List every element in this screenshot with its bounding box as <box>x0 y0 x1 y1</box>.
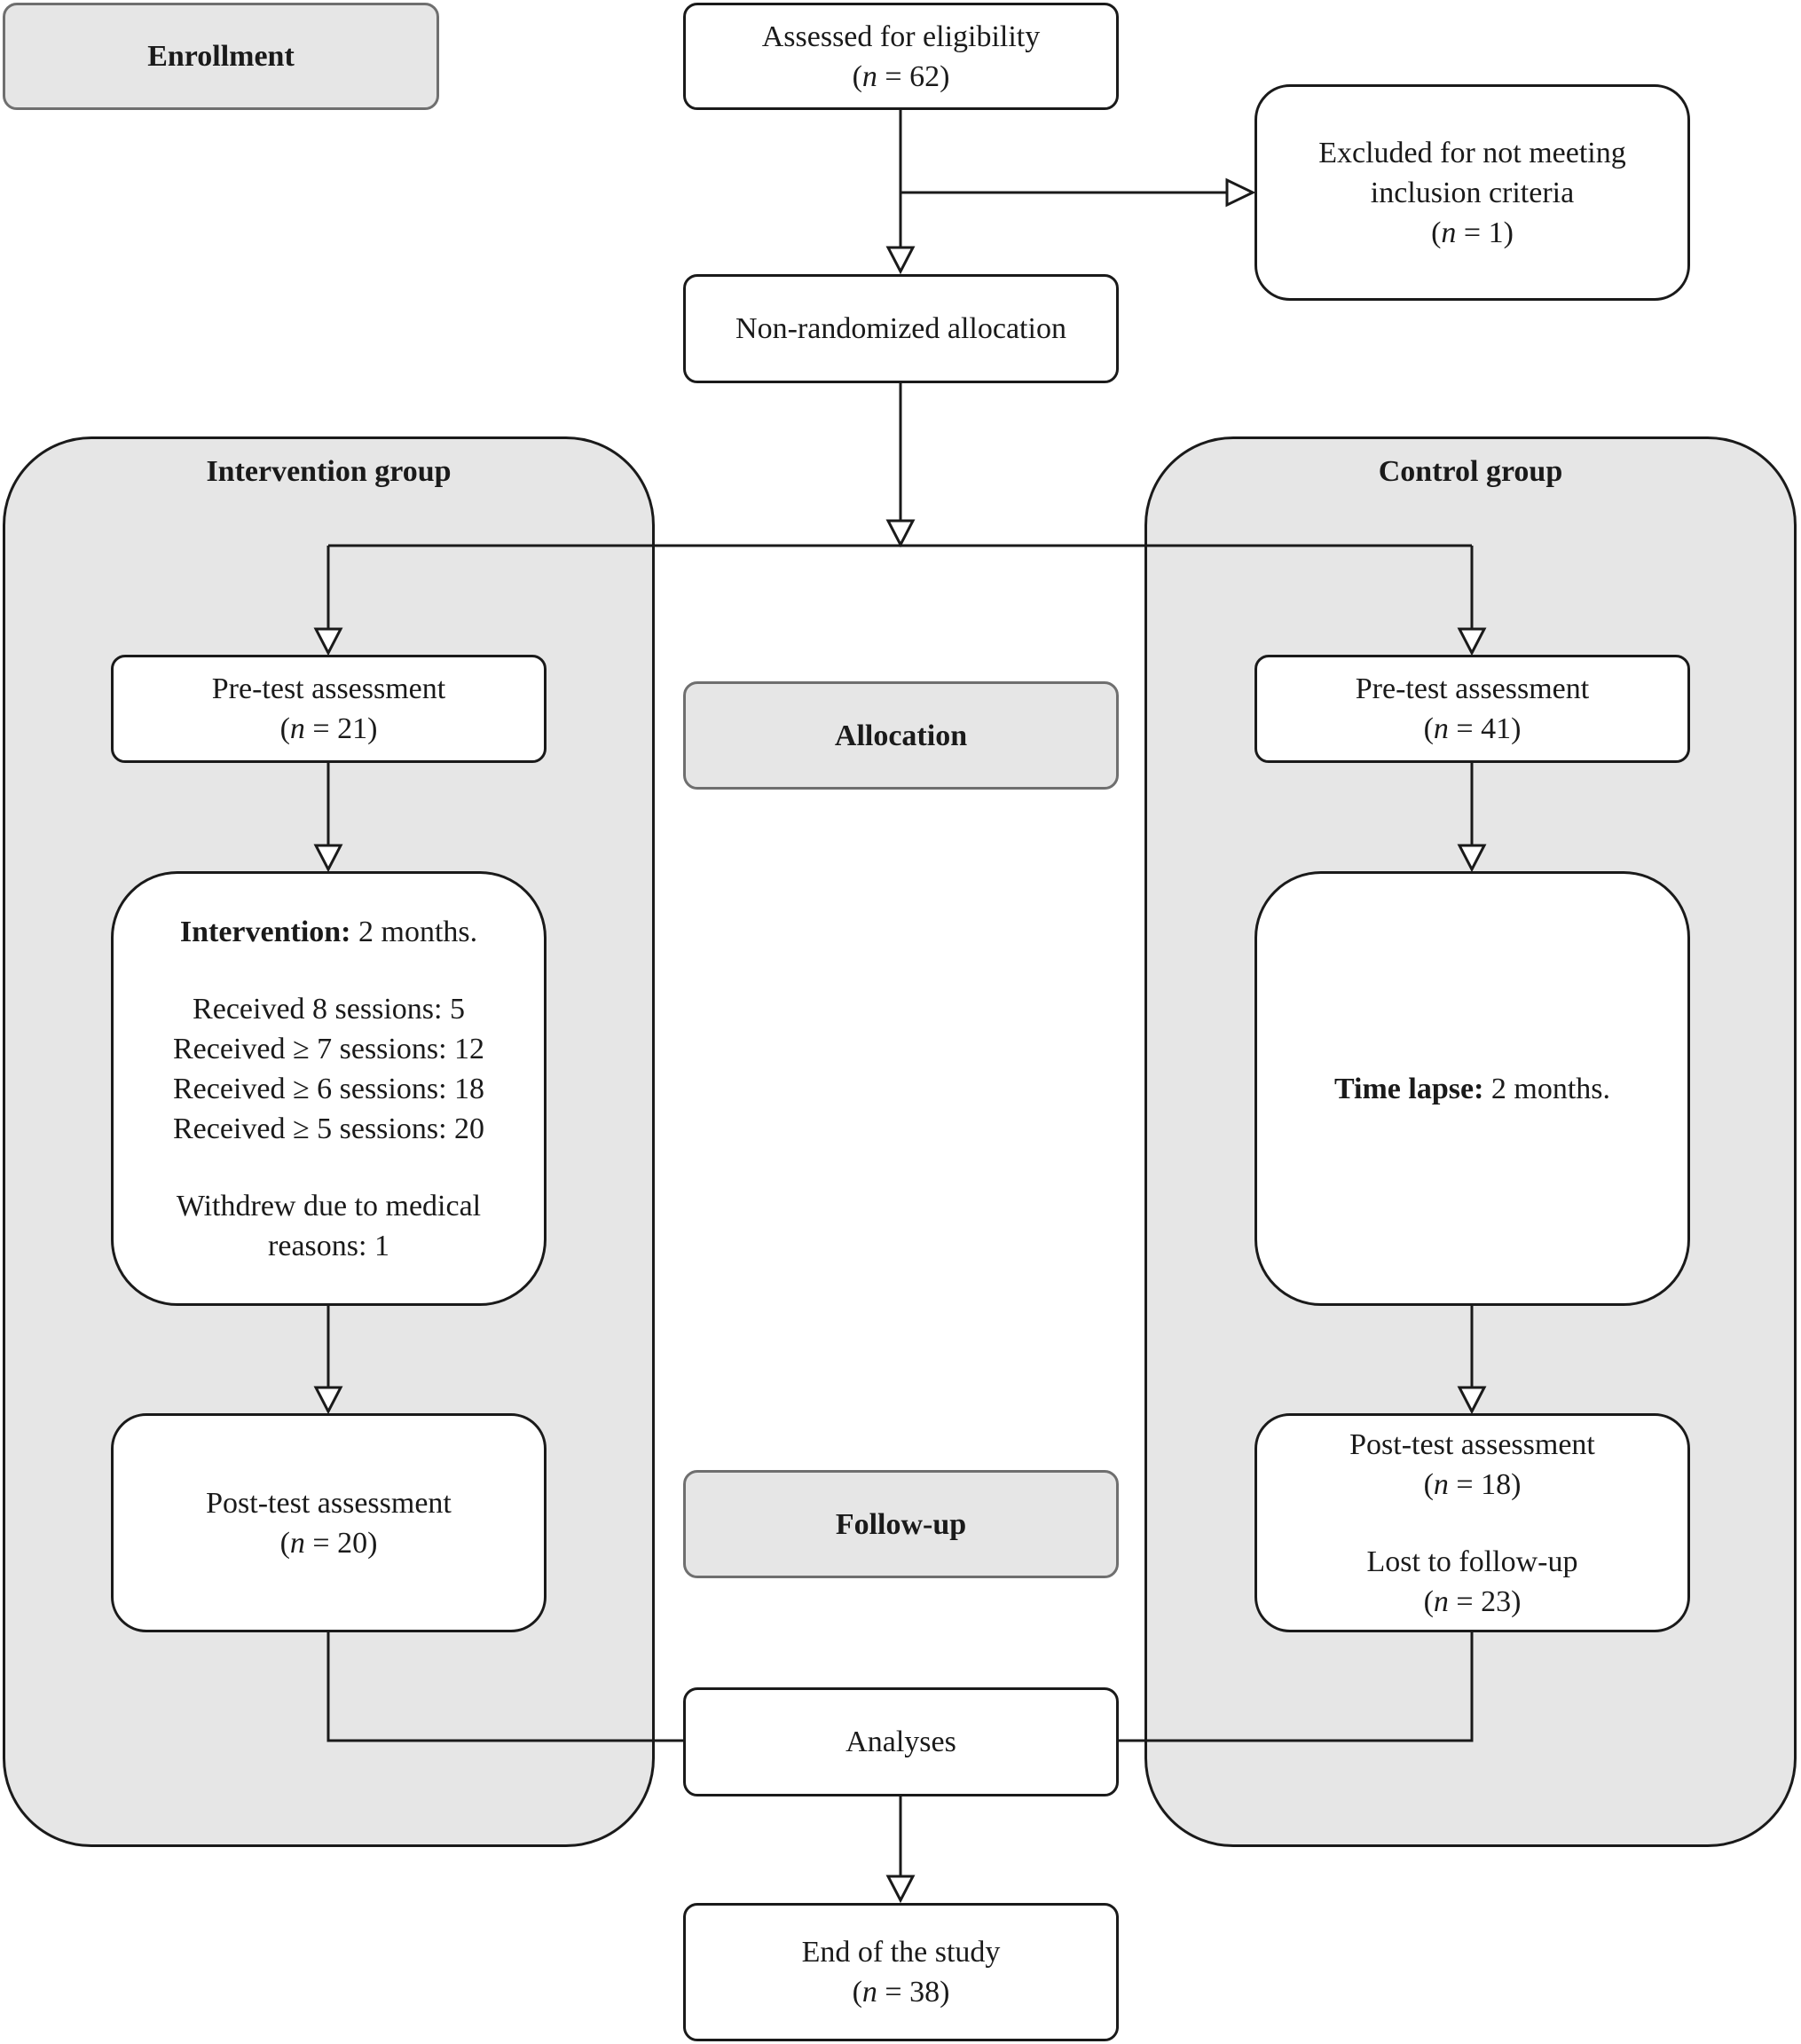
end-of-study-box: End of the study (n = 38) <box>683 1903 1119 2041</box>
withdrew-line1: Withdrew due to medical <box>176 1189 482 1222</box>
intervention-heading: Intervention: 2 months. <box>179 915 478 948</box>
sessions-8: Received 8 sessions: 5 <box>193 992 465 1026</box>
intervention-pretest-label: Pre-test assessment <box>211 672 446 705</box>
control-posttest-count: (n = 18) <box>1423 1467 1522 1501</box>
analyses-box: Analyses <box>683 1687 1119 1796</box>
allocation-label: Allocation <box>683 681 1119 790</box>
follow-up-label: Follow-up <box>683 1470 1119 1578</box>
enrollment-label: Enrollment <box>3 3 439 110</box>
intervention-box: Intervention: 2 months. Received 8 sessi… <box>111 871 547 1306</box>
excluded-line2: inclusion criteria <box>1370 176 1575 209</box>
allocation-text: Allocation <box>834 719 968 752</box>
sessions-5: Received ≥ 5 sessions: 20 <box>172 1112 485 1145</box>
excluded-count: (n = 1) <box>1431 216 1514 249</box>
allocation-box-label: Non-randomized allocation <box>735 312 1066 345</box>
lost-to-follow-up-count: (n = 23) <box>1423 1584 1522 1618</box>
control-posttest-box: Post-test assessment (n = 18) Lost to fo… <box>1254 1413 1690 1632</box>
intervention-posttest-box: Post-test assessment (n = 20) <box>111 1413 547 1632</box>
control-pretest-box: Pre-test assessment (n = 41) <box>1254 655 1690 763</box>
enrollment-text: Enrollment <box>147 40 295 73</box>
control-pretest-label: Pre-test assessment <box>1355 672 1590 705</box>
analyses-label: Analyses <box>845 1726 956 1758</box>
control-pretest-count: (n = 41) <box>1423 712 1522 745</box>
intervention-pretest-box: Pre-test assessment (n = 21) <box>111 655 547 763</box>
intervention-posttest-label: Post-test assessment <box>206 1486 452 1520</box>
lost-to-follow-up-label: Lost to follow-up <box>1366 1545 1578 1578</box>
sessions-6: Received ≥ 6 sessions: 18 <box>172 1072 485 1105</box>
control-group-title: Control group <box>1378 455 1563 488</box>
allocation-box: Non-randomized allocation <box>683 274 1119 383</box>
follow-up-text: Follow-up <box>835 1507 967 1541</box>
excluded-line1: Excluded for not meeting <box>1318 136 1626 169</box>
end-label: End of the study <box>801 1936 1001 1969</box>
withdrew-line2: reasons: 1 <box>268 1229 389 1262</box>
control-posttest-label: Post-test assessment <box>1349 1427 1595 1461</box>
time-lapse-text: Time lapse: 2 months. <box>1333 1072 1611 1105</box>
assessed-count: (n = 62) <box>852 59 950 93</box>
assessed-label: Assessed for eligibility <box>761 20 1041 53</box>
intervention-group-title: Intervention group <box>206 455 452 488</box>
excluded-box: Excluded for not meeting inclusion crite… <box>1254 84 1690 301</box>
end-count: (n = 38) <box>852 1976 950 2009</box>
time-lapse-box: Time lapse: 2 months. <box>1254 871 1690 1306</box>
intervention-pretest-count: (n = 21) <box>279 712 378 745</box>
assessed-box: Assessed for eligibility (n = 62) <box>683 3 1119 110</box>
sessions-7: Received ≥ 7 sessions: 12 <box>172 1032 485 1065</box>
intervention-posttest-count: (n = 20) <box>279 1526 378 1560</box>
arrowheads <box>313 177 1487 1904</box>
